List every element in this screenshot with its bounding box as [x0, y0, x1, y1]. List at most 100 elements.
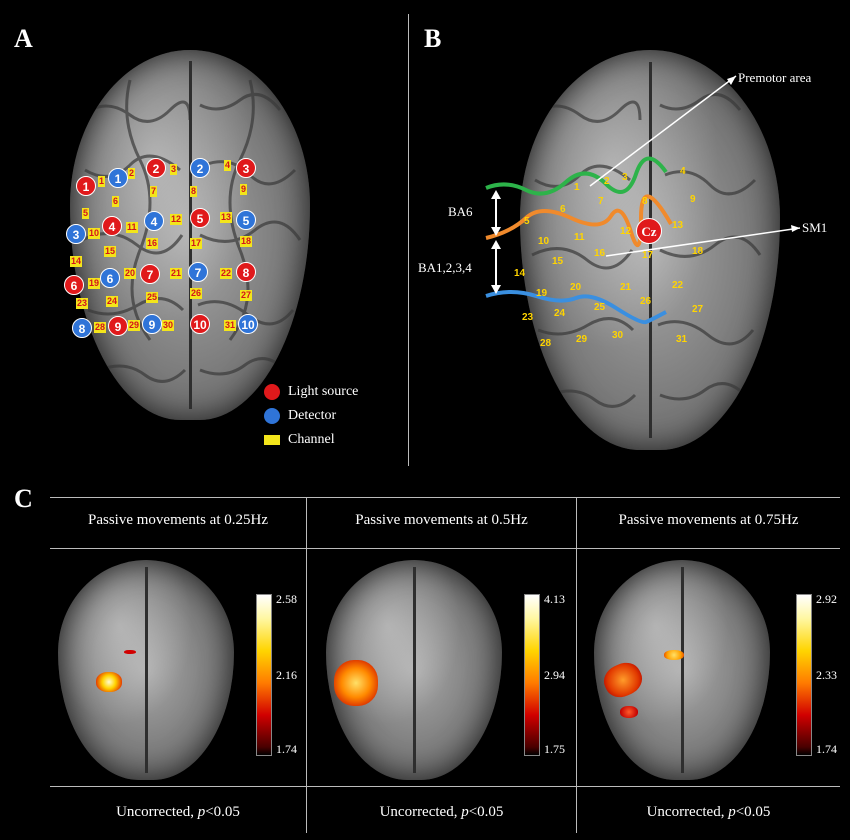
detector-marker: 8 [72, 318, 92, 338]
channel-label-b: 17 [642, 250, 654, 261]
channel-marker: 3 [170, 164, 178, 175]
channel-marker: 21 [170, 268, 183, 279]
source-marker: 10 [190, 314, 210, 334]
channel-marker: 8 [190, 186, 198, 197]
footer-2-text: Uncorrected, [379, 804, 462, 820]
divider-c-1 [306, 497, 307, 833]
channel-marker: 29 [128, 320, 141, 331]
source-marker: 6 [64, 275, 84, 295]
colorbar-1-max: 2.58 [276, 592, 297, 606]
channel-marker: 26 [190, 288, 203, 299]
channel-label-b: 9 [690, 194, 696, 205]
channel-label-b: 23 [522, 312, 534, 323]
colorbar-3-mid: 2.33 [816, 668, 837, 682]
subpanel-footer-3: Uncorrected, p<0.05 [577, 804, 840, 821]
channel-marker: 9 [240, 184, 248, 195]
colorbar-3 [796, 594, 812, 756]
channel-marker: 1 [98, 176, 106, 187]
divider-c-top [50, 497, 840, 498]
panel-label-b: B [424, 24, 442, 53]
source-marker: 7 [140, 264, 160, 284]
detector-marker: 3 [66, 224, 86, 244]
source-marker: 8 [236, 262, 256, 282]
source-marker: 9 [108, 316, 128, 336]
channel-marker: 4 [224, 160, 232, 171]
longitudinal-fissure [189, 61, 192, 409]
subpanel-footer-2: Uncorrected, p<0.05 [307, 804, 576, 821]
colorbar-3-max: 2.92 [816, 592, 837, 606]
channel-marker: 27 [240, 290, 253, 301]
legend-source-label: Light source [288, 384, 359, 399]
detector-marker: 5 [236, 210, 256, 230]
activation-blob [664, 650, 684, 660]
legend-source: Light source [264, 384, 358, 400]
channel-label-b: 27 [692, 304, 704, 315]
subpanel-title-3: Passive movements at 0.75Hz [618, 512, 799, 528]
ba6-label: BA6 [448, 204, 473, 219]
premotor-arrow [589, 75, 737, 187]
premotor-label: Premotor area [738, 70, 812, 85]
detector-marker: 6 [100, 268, 120, 288]
premotor-boundary-line [485, 156, 668, 196]
channel-marker: 11 [126, 222, 138, 233]
divider-c-2 [576, 497, 577, 833]
footer-1-text: Uncorrected, [116, 804, 198, 820]
channel-marker: 18 [240, 236, 253, 247]
channel-marker: 17 [190, 238, 203, 249]
channel-marker: 15 [104, 246, 117, 257]
detector-marker: 7 [188, 262, 208, 282]
sm1-arrow [605, 227, 801, 257]
colorbar-1 [256, 594, 272, 756]
divider-c-bottom [50, 786, 840, 787]
sm1-label: SM1 [802, 220, 828, 235]
channel-marker: 28 [94, 322, 107, 333]
colorbar-2 [524, 594, 540, 756]
channel-marker: 5 [82, 208, 90, 219]
detector-marker: 4 [144, 211, 164, 231]
subpanel-footer-1: Uncorrected, p<0.05 [50, 804, 306, 821]
legend-channel: Channel [264, 432, 335, 448]
activation-blob [334, 660, 378, 706]
channel-marker: 7 [150, 186, 158, 197]
channel-marker: 13 [220, 212, 233, 223]
ba1234-label: BA1,2,3,4 [418, 260, 472, 275]
footer-2-threshold: <0.05 [468, 804, 504, 820]
activation-blob [124, 650, 136, 654]
channel-label-b: 8 [642, 196, 648, 207]
channel-marker: 23 [76, 298, 89, 309]
channel-marker: 2 [128, 168, 136, 179]
channel-label-b: 28 [540, 338, 552, 349]
ba-boundary-line [485, 290, 667, 325]
channel-label-b: 6 [560, 204, 566, 215]
detector-marker: 2 [190, 158, 210, 178]
brain-image-c1 [58, 560, 234, 780]
channel-label-b: 31 [676, 334, 688, 345]
channel-label-b: 3 [622, 172, 628, 183]
channel-label-b: 24 [554, 308, 566, 319]
divider-ab [408, 14, 409, 466]
legend-detector: Detector [264, 408, 336, 424]
channel-marker: 31 [224, 320, 237, 331]
channel-label-b: 25 [594, 302, 606, 313]
channel-label-b: 5 [524, 216, 530, 227]
channel-label-b: 11 [574, 232, 585, 243]
channel-legend-icon [264, 435, 280, 445]
channel-marker: 30 [162, 320, 175, 331]
channel-marker: 24 [106, 296, 119, 307]
colorbar-3-min: 1.74 [816, 742, 837, 756]
channel-label-b: 15 [552, 256, 564, 267]
colorbar-1-min: 1.74 [276, 742, 297, 756]
channel-marker: 10 [88, 228, 101, 239]
channel-label-b: 21 [620, 282, 632, 293]
detector-marker: 9 [142, 314, 162, 334]
channel-label-b: 16 [594, 248, 606, 259]
source-marker: 2 [146, 158, 166, 178]
footer-3-p: p [728, 804, 736, 820]
channel-marker: 6 [112, 196, 120, 207]
colorbar-2-mid: 2.94 [544, 668, 565, 682]
sm1-boundary-line [485, 194, 673, 248]
channel-marker: 25 [146, 292, 159, 303]
channel-label-b: 20 [570, 282, 582, 293]
legend-detector-label: Detector [288, 408, 337, 423]
footer-1-p: p [197, 804, 206, 820]
